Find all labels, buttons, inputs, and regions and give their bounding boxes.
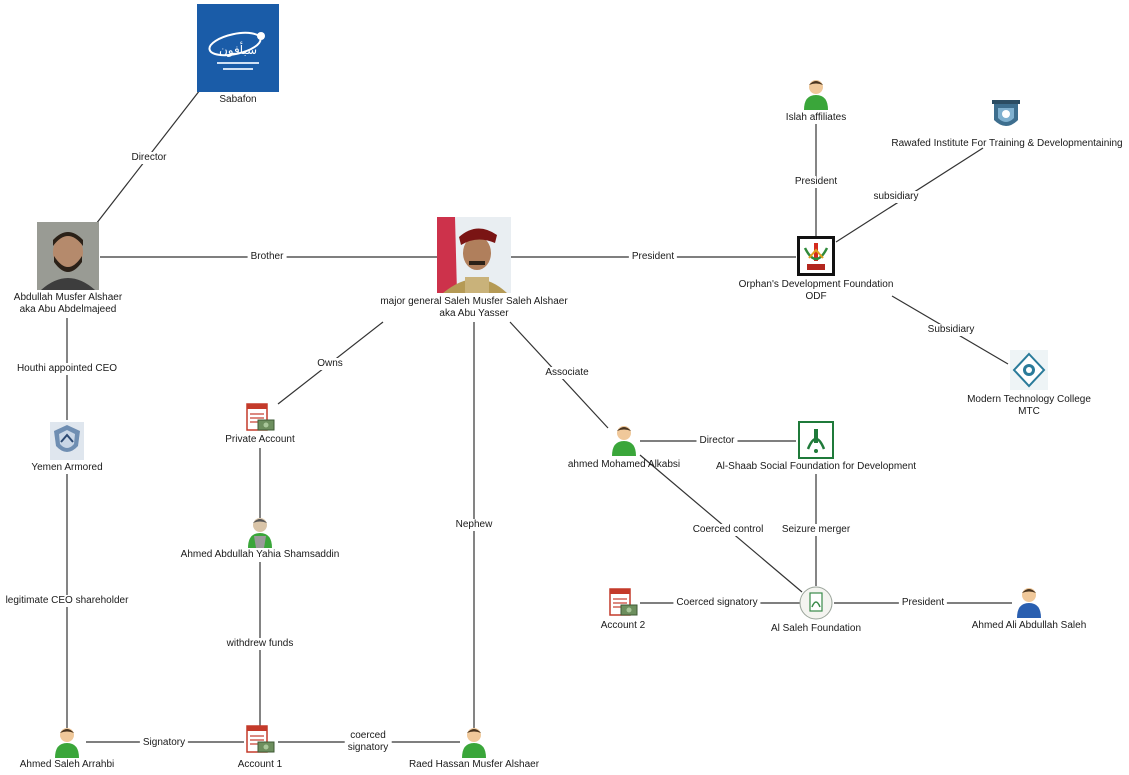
- private-account-icon[interactable]: [244, 402, 276, 434]
- raed-person-icon[interactable]: [460, 726, 488, 758]
- saleh-name: major general Saleh Musfer Saleh Alshaer: [380, 296, 568, 307]
- node-label-saleh: major general Saleh Musfer Saleh Alshaer…: [380, 296, 567, 320]
- node-label-yemen-armored: Yemen Armored: [31, 462, 103, 473]
- node-label-ahmed-ali: Ahmed Ali Abdullah Saleh: [971, 620, 1087, 631]
- rawafed-logo-icon[interactable]: [990, 98, 1022, 134]
- edge-label-coerced-line1: coerced: [350, 730, 386, 741]
- odf-name: Orphan's Development Foundation: [738, 279, 894, 290]
- node-label-islah: Islah affiliates: [785, 112, 847, 123]
- ahmed-ali-person-icon[interactable]: [1015, 586, 1043, 618]
- edge-label-coerced-line2: signatory: [347, 742, 389, 753]
- node-label-private-account: Private Account: [225, 434, 295, 445]
- node-label-abdullah: Abdullah Musfer Alshaer aka Abu Abdelmaj…: [14, 292, 122, 316]
- edge-coerced-control: [639, 454, 803, 593]
- abdullah-name: Abdullah Musfer Alshaer: [13, 292, 123, 303]
- node-label-alkabsi: ahmed Mohamed Alkabsi: [567, 459, 681, 470]
- edge-label-director-alshaab: Director: [696, 435, 738, 447]
- account1-icon[interactable]: [244, 724, 276, 756]
- node-label-account2: Account 2: [600, 620, 646, 631]
- abdullah-photo[interactable]: [37, 222, 99, 290]
- node-label-alshaab: Al-Shaab Social Foundation for Developme…: [715, 461, 917, 472]
- alshaab-logo-icon[interactable]: [798, 421, 834, 459]
- edge-label-withdrew-funds: withdrew funds: [223, 638, 297, 650]
- edge-label-president-odf: President: [628, 251, 678, 263]
- edge-label-nephew: Nephew: [452, 519, 496, 531]
- edge-label-director-sabafon: Director: [128, 152, 170, 164]
- node-label-raed: Raed Hassan Musfer Alshaer: [408, 759, 540, 770]
- edge-label-president-islah: President: [791, 176, 841, 188]
- edge-label-associate: Associate: [542, 367, 592, 379]
- arrahbi-person-icon[interactable]: [53, 726, 81, 758]
- islah-person-icon[interactable]: [802, 78, 830, 110]
- edge-label-seizure-merger: Seizure merger: [778, 524, 854, 536]
- node-label-sabafon: Sabafon: [219, 94, 257, 105]
- edge-label-president-alsaleh: President: [898, 597, 948, 609]
- mtc-abbrev: MTC: [1018, 406, 1040, 417]
- node-label-alsaleh: Al Saleh Foundation: [770, 623, 862, 634]
- sabafon-logo-text: سبأفون: [219, 41, 257, 58]
- alsaleh-logo-icon[interactable]: [799, 585, 833, 621]
- edge-label-owns: Owns: [314, 358, 346, 370]
- edge-label-coerced-control: Coerced control: [689, 524, 767, 536]
- edge-label-brother: Brother: [247, 251, 287, 263]
- node-label-odf: Orphan's Development Foundation ODF: [739, 279, 894, 303]
- edge-label-subsidiary-rawafed: subsidiary: [870, 191, 922, 203]
- edge-label-coerced-signatory: coerced signatory: [344, 730, 392, 754]
- odf-abbrev: ODF: [805, 291, 827, 302]
- edge-label-subsidiary-mtc: Subsidiary: [924, 324, 978, 336]
- edge-label-signatory: Signatory: [139, 737, 189, 749]
- yemen-armored-logo-icon[interactable]: [50, 422, 84, 460]
- saleh-alias: aka Abu Yasser: [439, 308, 509, 319]
- odf-logo-icon[interactable]: [797, 236, 835, 276]
- account2-icon[interactable]: [607, 587, 639, 619]
- node-label-arrahbi: Ahmed Saleh Arrahbi: [19, 759, 115, 770]
- edge-label-houthi-ceo: Houthi appointed CEO: [13, 363, 121, 375]
- mtc-logo-icon[interactable]: [1010, 350, 1048, 390]
- saleh-photo[interactable]: [437, 217, 511, 293]
- edge-label-coerced-signatory-acc2: Coerced signatory: [673, 597, 761, 609]
- node-label-shamsaddin: Ahmed Abdullah Yahia Shamsaddin: [180, 549, 340, 560]
- sabafon-logo-icon[interactable]: سبأفون: [197, 4, 279, 92]
- node-label-rawafed: Rawafed Institute For Training & Develop…: [891, 138, 1123, 149]
- node-label-account1: Account 1: [237, 759, 283, 770]
- shamsaddin-person-icon[interactable]: [246, 516, 274, 548]
- abdullah-alias: aka Abu Abdelmajeed: [19, 304, 117, 315]
- edge-label-legit-ceo: legitimate CEO shareholder: [2, 595, 132, 607]
- alkabsi-person-icon[interactable]: [610, 424, 638, 456]
- node-label-mtc: Modern Technology College MTC: [967, 394, 1091, 418]
- mtc-name: Modern Technology College: [967, 394, 1091, 405]
